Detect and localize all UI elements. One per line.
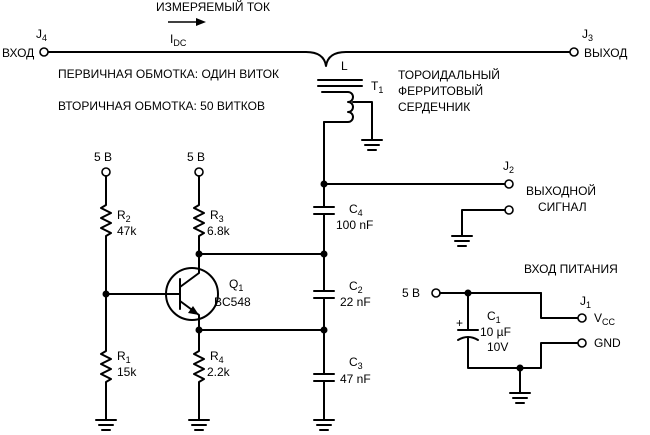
primary-line bbox=[47, 51, 571, 67]
ground-icon bbox=[361, 139, 383, 151]
core-label-line2: ФЕРРИТОВЫЙ bbox=[398, 83, 483, 98]
secondary-ground-wire bbox=[352, 101, 373, 141]
q1-value: BC548 bbox=[214, 295, 251, 309]
output-label: ВЫХОД bbox=[584, 46, 627, 60]
supply-5v-label-power: 5 В bbox=[402, 286, 420, 300]
c3-value: 47 nF bbox=[340, 372, 371, 386]
r4-value: 2.2k bbox=[207, 365, 231, 379]
c1-value-2: 10V bbox=[487, 340, 508, 354]
resistor-r1 bbox=[100, 293, 112, 421]
arrow-head-icon bbox=[196, 18, 206, 26]
supply-5v-terminal-power[interactable] bbox=[431, 288, 441, 298]
vcc-terminal-j1[interactable] bbox=[577, 313, 587, 323]
c3-label: C3 bbox=[349, 355, 363, 371]
output-signal-label-line1: ВЫХОДНОЙ bbox=[526, 183, 596, 198]
supply-5v-label-left: 5 В bbox=[94, 150, 112, 164]
t1-label: T1 bbox=[371, 79, 383, 95]
r1-label: R1 bbox=[117, 349, 131, 365]
vcc-wire bbox=[540, 292, 579, 319]
ground-icon bbox=[509, 392, 531, 404]
c4-value: 100 nF bbox=[336, 218, 373, 232]
capacitor-c4 bbox=[313, 206, 335, 215]
c2-label: C2 bbox=[349, 279, 363, 295]
secondary-winding bbox=[321, 91, 354, 123]
j3-label: J3 bbox=[582, 27, 593, 43]
output-signal-ground-terminal[interactable] bbox=[504, 205, 514, 215]
secondary-winding-label: ВТОРИЧНАЯ ОБМОТКА: 50 ВИТКОВ bbox=[58, 99, 265, 113]
capacitor-c3 bbox=[313, 373, 335, 382]
gnd-wire bbox=[519, 342, 579, 369]
r4-label: R4 bbox=[210, 349, 224, 365]
vcc-label: VCC bbox=[594, 311, 616, 327]
j2-label: J2 bbox=[503, 159, 514, 175]
capacitor-c2 bbox=[313, 290, 335, 299]
r1-value: 15k bbox=[117, 365, 137, 379]
input-label: ВХОД bbox=[2, 46, 34, 60]
core-label-line3: СЕРДЕЧНИК bbox=[398, 100, 470, 114]
c1-polarity-label: + bbox=[456, 316, 463, 330]
output-terminal-j3[interactable] bbox=[569, 47, 579, 57]
output-signal-label-line2: СИГНАЛ bbox=[538, 200, 587, 214]
c4-label: C4 bbox=[349, 202, 363, 218]
r2-value: 47k bbox=[117, 224, 137, 238]
primary-winding-label: ПЕРВИЧНАЯ ОБМОТКА: ОДИН ВИТОК bbox=[58, 67, 279, 81]
core-label-line1: ТОРОИДАЛЬНЫЙ bbox=[398, 67, 500, 82]
supply-5v-terminal-mid[interactable] bbox=[194, 167, 204, 177]
ground-icon bbox=[95, 419, 117, 431]
resistor-r3 bbox=[193, 175, 205, 273]
c1-value-1: 10 µF bbox=[480, 325, 511, 339]
r3-value: 6.8k bbox=[207, 224, 231, 238]
j1-label: J1 bbox=[580, 294, 591, 310]
input-terminal-j4[interactable] bbox=[39, 47, 49, 57]
measured-current-label: ИЗМЕРЯЕМЫЙ ТОК bbox=[156, 0, 270, 14]
c2-value: 22 nF bbox=[340, 295, 371, 309]
ground-icon bbox=[451, 235, 473, 247]
gnd-label: GND bbox=[594, 336, 621, 350]
idc-label: IDC bbox=[170, 32, 187, 48]
resistor-r4 bbox=[193, 344, 205, 421]
output-signal-terminal-j2[interactable] bbox=[504, 179, 514, 189]
r2-label: R2 bbox=[117, 208, 131, 224]
j4-label: J4 bbox=[36, 27, 47, 43]
supply-5v-terminal-left[interactable] bbox=[101, 167, 111, 177]
gnd-terminal[interactable] bbox=[577, 338, 587, 348]
supply-5v-label-mid: 5 В bbox=[187, 150, 205, 164]
q1-label: Q1 bbox=[229, 277, 243, 293]
r3-label: R3 bbox=[210, 208, 224, 224]
ground-icon bbox=[313, 419, 335, 431]
c1-label: C1 bbox=[487, 309, 501, 325]
resistor-r2 bbox=[100, 175, 112, 295]
transistor-q1 bbox=[165, 267, 219, 321]
power-input-label: ВХОД ПИТАНИЯ bbox=[524, 262, 618, 276]
ground-icon bbox=[188, 419, 210, 431]
transformer-core bbox=[317, 79, 363, 87]
inductor-l-label: L bbox=[341, 59, 348, 73]
signal-ground-wire bbox=[461, 209, 506, 237]
